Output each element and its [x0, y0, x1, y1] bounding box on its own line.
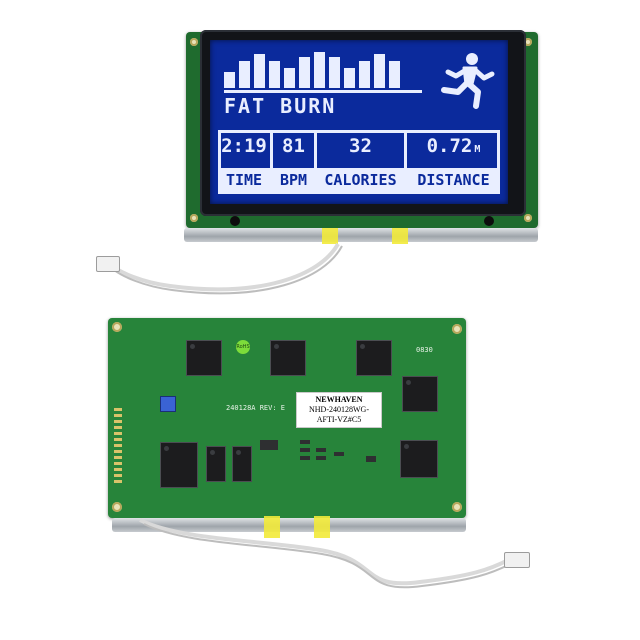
intensity-bar: [299, 57, 310, 88]
smd-component: [300, 440, 310, 444]
metal-mounting-rail: [184, 228, 538, 242]
metal-mounting-rail: [112, 518, 466, 532]
ram-chip: [160, 442, 198, 488]
sticker-brand: NEWHAVEN: [315, 395, 363, 404]
sticker-part-line2: AFTI-VZ#C5: [316, 415, 362, 424]
driver-chip: [400, 440, 438, 478]
intensity-bar: [254, 54, 265, 88]
stat-label-bpm: BPM: [279, 171, 308, 189]
logic-chip: [232, 446, 252, 482]
intensity-bar-graph: [224, 52, 400, 88]
stat-cell-time: 2:19: [218, 133, 270, 156]
intensity-bar: [284, 68, 295, 88]
rohs-badge: RoHS: [236, 340, 250, 354]
logic-chip: [206, 446, 226, 482]
bar-graph-baseline: [224, 90, 422, 93]
mounting-hole: [190, 38, 198, 46]
smd-component: [300, 456, 310, 460]
yellow-tape: [314, 516, 330, 538]
contrast-potentiometer: [160, 396, 176, 412]
stat-value: 81: [282, 135, 305, 157]
intensity-bar: [224, 72, 235, 88]
intensity-bar: [314, 52, 325, 88]
smd-component: [366, 456, 376, 462]
cable-connector: [504, 552, 530, 568]
controller-chip: [356, 340, 392, 376]
ribbon-cable: [110, 242, 343, 295]
table-divider: [270, 130, 273, 194]
stat-label-distance: DISTANCE: [417, 171, 490, 189]
driver-chip: [402, 376, 438, 412]
yellow-tape: [264, 516, 280, 538]
pin-header: [114, 408, 122, 486]
cable-connector: [96, 256, 120, 272]
yellow-tape: [392, 228, 408, 244]
yellow-tape: [322, 228, 338, 244]
silkscreen-model: 240128A REV: E: [226, 404, 286, 412]
stat-value: 2:19: [221, 135, 267, 157]
intensity-bar: [344, 68, 355, 88]
table-divider: [404, 130, 407, 194]
table-divider: [314, 130, 317, 194]
stat-cell-bpm: 81: [273, 133, 314, 156]
stat-value: 32: [349, 135, 372, 157]
date-code: 0830: [416, 346, 433, 354]
screw-head: [230, 216, 240, 226]
smd-component: [334, 452, 344, 456]
stat-label-calories: CALORIES: [324, 171, 397, 189]
controller-chip: [270, 340, 306, 376]
ribbon-cable: [139, 518, 515, 589]
part-number-sticker: NEWHAVEN NHD-240128WG- AFTI-VZ#C5: [296, 392, 382, 428]
smd-component: [260, 440, 278, 450]
smd-component: [316, 448, 326, 452]
mounting-hole: [112, 502, 122, 512]
intensity-bar: [389, 61, 400, 88]
intensity-bar: [269, 61, 280, 88]
screw-head: [484, 216, 494, 226]
mounting-hole: [190, 214, 198, 222]
sticker-part-line1: NHD-240128WG-: [309, 405, 369, 414]
mounting-hole: [112, 322, 122, 332]
stats-label-band: [218, 168, 500, 194]
running-person-icon: [441, 53, 495, 109]
intensity-bar: [359, 61, 370, 88]
mounting-hole: [452, 324, 462, 334]
intensity-bar: [329, 57, 340, 88]
smd-component: [300, 448, 310, 452]
stat-cell-calories: 32: [317, 133, 404, 156]
controller-chip: [186, 340, 222, 376]
mounting-hole: [524, 214, 532, 222]
intensity-bar: [374, 54, 385, 88]
smd-component: [316, 456, 326, 460]
intensity-bar: [239, 61, 250, 88]
stat-label-time: TIME: [225, 171, 263, 189]
program-name: FAT BURN: [224, 94, 337, 118]
mounting-hole: [524, 38, 532, 46]
mounting-hole: [452, 502, 462, 512]
